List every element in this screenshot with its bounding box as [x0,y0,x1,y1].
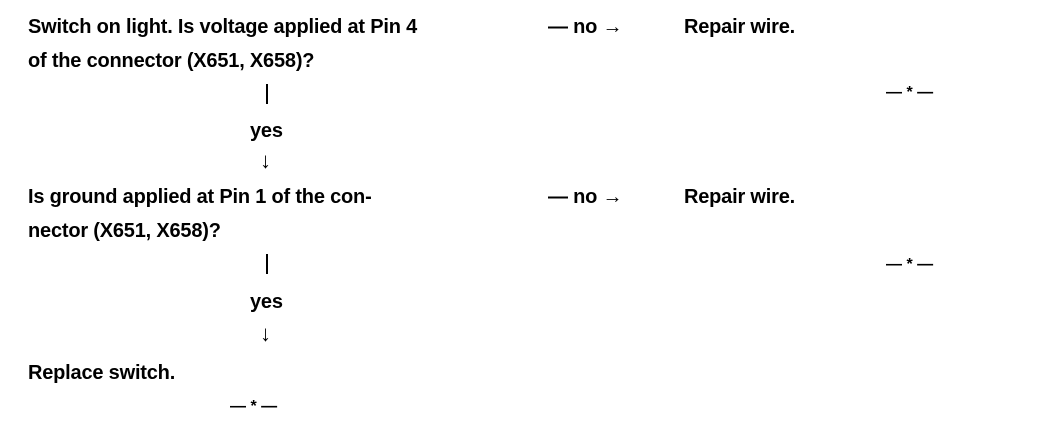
final-end-marker: — * — [230,398,278,415]
step2-question-line1: Is ground applied at Pin 1 of the con- [28,186,372,208]
step1-connector-line [266,84,268,104]
step1-yes-label: yes [250,120,283,142]
step2-no-action: Repair wire. [684,186,795,208]
step2-yes-label: yes [250,291,283,313]
step2-end-marker: — * — [886,256,934,273]
step1-question-line1: Switch on light. Is voltage applied at P… [28,16,418,38]
step2-connector-line [266,254,268,274]
step1-no-branch: — no → [548,16,623,38]
final-action: Replace switch. [28,362,176,384]
step1-no-action: Repair wire. [684,16,795,38]
step1-question-line2: of the connector (X651, X658)? [28,50,315,72]
step1-end-marker: — * — [886,84,934,101]
step1-down-arrow: ↓ [260,148,271,173]
step2-question-line2: nector (X651, X658)? [28,220,221,242]
step2-no-branch: — no → [548,186,623,208]
step2-down-arrow: ↓ [260,321,271,346]
